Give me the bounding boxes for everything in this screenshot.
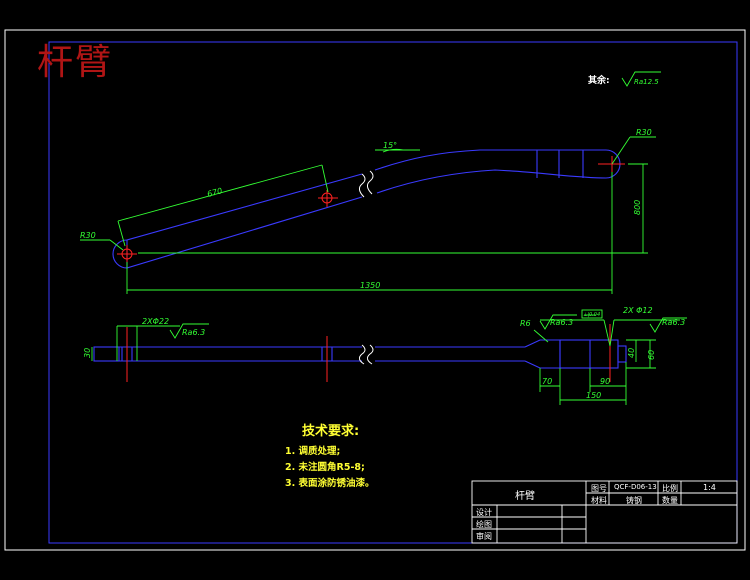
- sheet-frame: [4, 29, 746, 551]
- break-line-top: [358, 170, 374, 198]
- dim-90: 90: [600, 377, 610, 386]
- dim-ra63-mid: Ra6.3: [550, 318, 573, 327]
- dim-800: 800: [633, 200, 642, 215]
- top-dimensions: [80, 136, 656, 294]
- tech-requirement-2: 2. 未注圆角R5-8;: [285, 462, 365, 473]
- title-block-scale: 1:4: [703, 483, 716, 492]
- tech-requirements-title: 技术要求:: [302, 424, 360, 439]
- dim-tol-box: ⊥|0.04: [583, 312, 600, 318]
- title-block-material: 铸钢: [626, 496, 642, 505]
- dim-30: 30: [83, 348, 92, 358]
- rest-finish-value: Ra12.5: [634, 78, 659, 86]
- dim-2x22: 2XΦ22: [142, 317, 169, 326]
- top-view: [112, 149, 621, 269]
- title-block-review-label: 审阅: [476, 532, 492, 541]
- dim-150: 150: [586, 391, 601, 400]
- dim-1350: 1350: [360, 281, 380, 290]
- dim-r30-right: R30: [636, 128, 652, 137]
- bent-edge-top: [374, 149, 606, 171]
- tech-requirement-1: 1. 调质处理;: [285, 446, 341, 457]
- title-block-material-label: 材料: [591, 496, 607, 505]
- dim-15deg: 15°: [383, 141, 397, 150]
- front-view: [93, 339, 627, 369]
- drawing-title: 杆臂: [37, 42, 114, 83]
- dimension-texts: 670 15° R30 R30 800 1350 2XΦ22 Ra6.3 30 …: [80, 78, 685, 400]
- dim-r30-left: R30: [80, 231, 96, 240]
- tech-requirement-3: 3. 表面涂防锈油漆。: [285, 478, 375, 489]
- dim-ra63-right: Ra6.3: [662, 318, 685, 327]
- dim-2x12: 2X Φ12: [623, 306, 653, 315]
- title-block-part-name: 杆臂: [515, 491, 535, 502]
- dim-r6: R6: [520, 319, 531, 328]
- left-boss-arc: [112, 239, 128, 269]
- dim-ra63-left: Ra6.3: [182, 328, 205, 337]
- break-line-front: [358, 344, 374, 365]
- title-block: [471, 480, 738, 544]
- dim-40: 40: [627, 348, 636, 358]
- arm-edge-top: [126, 173, 363, 241]
- title-block-drawing-no-label: 图号: [591, 484, 607, 493]
- arm-edge-bottom: [126, 196, 363, 269]
- rest-finish-label: 其余:: [588, 76, 610, 86]
- front-centers: [126, 324, 611, 382]
- title-block-qty-label: 数量: [662, 496, 678, 505]
- bent-edge-bottom: [376, 169, 607, 194]
- title-block-design-label: 设计: [476, 508, 492, 517]
- dim-70: 70: [542, 377, 552, 386]
- finish-symbols: [169, 71, 687, 339]
- title-block-draw-label: 绘图: [476, 520, 492, 529]
- dim-60: 60: [647, 350, 656, 360]
- drawing-border: [48, 41, 738, 544]
- title-block-drawing-no: QCF-D06-13: [614, 483, 657, 491]
- title-block-scale-label: 比例: [662, 484, 678, 493]
- front-dimensions: [91, 309, 680, 405]
- dim-670: 670: [206, 186, 223, 199]
